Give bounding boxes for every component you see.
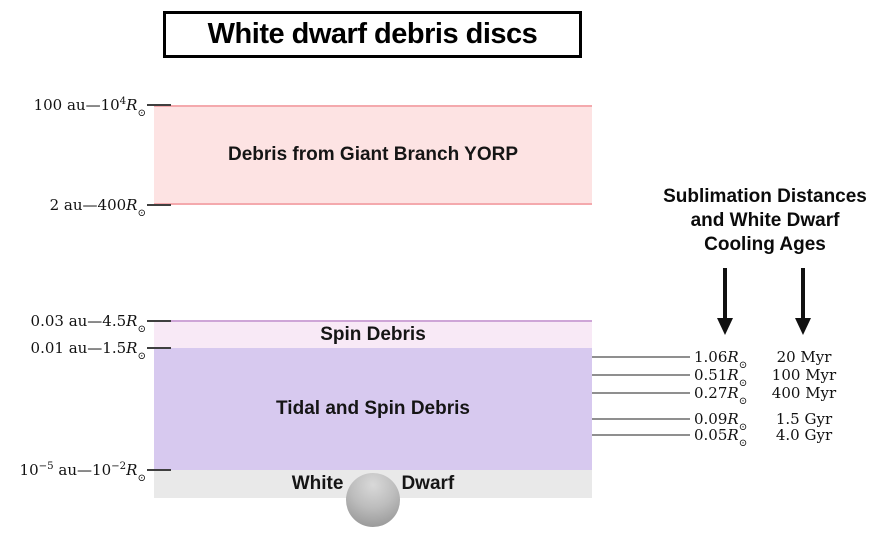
sublimation-heading-line3: Cooling Ages: [704, 234, 826, 255]
sublimation-radius: 0.27R⊙: [694, 384, 748, 407]
axis-label-2au: 2 au—400R⊙: [49, 196, 146, 219]
band-yorp-label: Debris from Giant Branch YORP: [228, 144, 518, 165]
sublimation-radius: 1.06R⊙: [694, 348, 748, 371]
band-giant-branch-yorp: Debris from Giant Branch YORP: [154, 105, 592, 205]
sublimation-line: [592, 434, 690, 436]
band-tidal-label: Tidal and Spin Debris: [276, 398, 470, 419]
down-arrow-icon: [795, 268, 811, 335]
sublimation-line: [592, 374, 690, 376]
white-dwarf-label-right: Dwarf: [401, 473, 455, 494]
sublimation-heading-line2: and White Dwarf: [690, 210, 840, 231]
sublimation-line: [592, 356, 690, 358]
white-dwarf-sphere: [346, 473, 400, 527]
tick-line: [147, 347, 171, 349]
cooling-age: 100 Myr: [771, 366, 837, 384]
sublimation-heading: Sublimation Distances and White Dwarf Co…: [645, 185, 872, 257]
sublimation-radius: 0.05R⊙: [694, 426, 748, 449]
tick-line: [147, 204, 171, 206]
cooling-age: 1.5 Gyr: [775, 410, 833, 428]
band-spin-debris: Spin Debris: [154, 320, 592, 348]
title-box: White dwarf debris discs: [163, 11, 582, 58]
cooling-age: 4.0 Gyr: [775, 426, 833, 444]
sublimation-line: [592, 392, 690, 394]
sublimation-line: [592, 418, 690, 420]
sublimation-heading-line1: Sublimation Distances: [663, 186, 867, 207]
band-spin-label: Spin Debris: [320, 324, 426, 345]
axis-label-100au: 100 au—104R⊙: [33, 96, 146, 119]
down-arrow-icon: [717, 268, 733, 335]
band-tidal-spin-debris: Tidal and Spin Debris: [154, 348, 592, 470]
page-title: White dwarf debris discs: [207, 18, 538, 50]
tick-line: [147, 469, 171, 471]
sublimation-radius: 0.51R⊙: [694, 366, 748, 389]
sublimation-radius: 0.09R⊙: [694, 410, 748, 433]
cooling-age: 20 Myr: [776, 348, 832, 366]
axis-label-001au: 0.01 au—1.5R⊙: [30, 339, 146, 362]
tick-line: [147, 104, 171, 106]
axis-label-1e-5au: 10−5 au—10−2R⊙: [19, 461, 146, 484]
white-dwarf-label-left: White: [291, 473, 344, 494]
axis-label-003au: 0.03 au—4.5R⊙: [30, 312, 146, 335]
tick-line: [147, 320, 171, 322]
cooling-age: 400 Myr: [771, 384, 837, 402]
